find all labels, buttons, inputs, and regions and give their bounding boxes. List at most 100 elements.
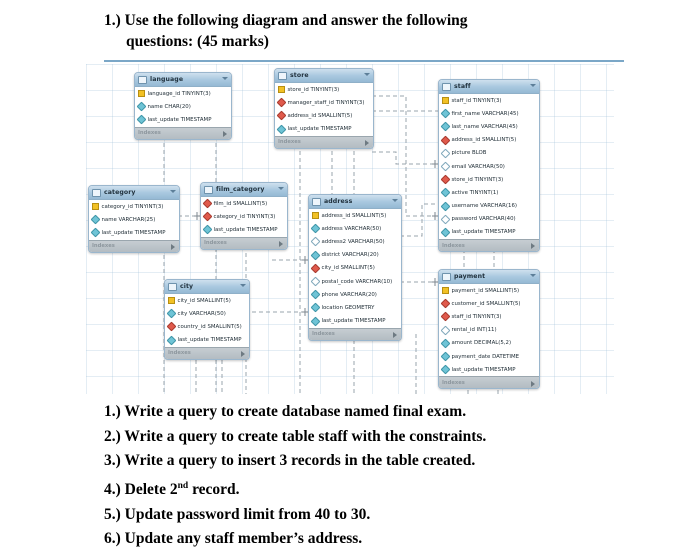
er-field-row[interactable]: first_name VARCHAR(45) <box>439 107 539 120</box>
er-field-row[interactable]: city VARCHAR(50) <box>165 307 249 320</box>
er-table-city[interactable]: city city_id SMALLINT(5)city VARCHAR(50)c… <box>164 279 250 360</box>
question-number: 3.) <box>104 452 121 470</box>
er-table-indexes-bar[interactable]: Indexes <box>439 239 539 252</box>
primary-key-icon <box>442 287 449 295</box>
expand-right-icon[interactable] <box>241 350 245 357</box>
chevron-down-icon[interactable] <box>240 284 246 287</box>
er-field-label: picture BLOB <box>451 150 487 157</box>
er-field-row[interactable]: email VARCHAR(50) <box>439 160 539 173</box>
expand-right-icon[interactable] <box>279 240 283 247</box>
er-field-row[interactable]: last_update TIMESTAMP <box>309 315 401 328</box>
er-field-row[interactable]: last_update TIMESTAMP <box>135 113 231 126</box>
er-field-row[interactable]: manager_staff_id TINYINT(3) <box>275 96 373 109</box>
er-field-row[interactable]: last_name VARCHAR(45) <box>439 120 539 133</box>
er-field-row[interactable]: film_id SMALLINT(5) <box>201 197 287 210</box>
er-table-indexes-bar[interactable]: Indexes <box>89 239 179 252</box>
er-table-indexes-bar[interactable]: Indexes <box>439 376 539 389</box>
er-table-payment[interactable]: payment payment_id SMALLINT(5) customer_id… <box>438 269 540 390</box>
er-table-indexes-bar[interactable]: Indexes <box>165 346 249 359</box>
er-field-row[interactable]: store_id TINYINT(3) <box>275 83 373 96</box>
chevron-down-icon[interactable] <box>278 187 284 190</box>
er-field-label: first_name VARCHAR(45) <box>451 110 519 117</box>
er-field-row[interactable]: category_id TINYINT(3) <box>89 200 179 213</box>
chevron-down-icon[interactable] <box>392 199 398 202</box>
expand-right-icon[interactable] <box>171 243 175 250</box>
foreign-key-icon <box>202 211 213 222</box>
er-field-row[interactable]: language_id TINYINT(3) <box>135 87 231 100</box>
indexes-label: Indexes <box>442 379 465 386</box>
er-field-row[interactable]: name VARCHAR(25) <box>89 213 179 226</box>
er-table-header[interactable]: city <box>165 280 249 294</box>
er-field-row[interactable]: password VARCHAR(40) <box>439 213 539 226</box>
er-field-list: category_id TINYINT(3)name VARCHAR(25)la… <box>89 200 179 240</box>
expand-right-icon[interactable] <box>531 243 535 250</box>
er-field-row[interactable]: rental_id INT(11) <box>439 324 539 337</box>
er-field-row[interactable]: username VARCHAR(16) <box>439 200 539 213</box>
er-table-name: city <box>180 283 194 290</box>
er-field-row[interactable]: last_update TIMESTAMP <box>165 334 249 347</box>
er-field-label: email VARCHAR(50) <box>451 163 505 170</box>
er-field-row[interactable]: active TINYINT(1) <box>439 186 539 199</box>
er-field-row[interactable]: picture BLOB <box>439 147 539 160</box>
er-field-row[interactable]: last_update TIMESTAMP <box>439 363 539 376</box>
er-table-header[interactable]: category <box>89 186 179 200</box>
er-field-row[interactable]: name CHAR(20) <box>135 100 231 113</box>
er-table-header[interactable]: language <box>135 73 231 87</box>
er-field-row[interactable]: staff_id TINYINT(3) <box>439 94 539 107</box>
er-field-row[interactable]: payment_id SMALLINT(5) <box>439 284 539 297</box>
expand-right-icon[interactable] <box>531 380 535 387</box>
er-table-header[interactable]: address <box>309 195 401 209</box>
er-field-row[interactable]: location GEOMETRY <box>309 301 401 314</box>
column-icon <box>310 276 321 287</box>
er-field-row[interactable]: store_id TINYINT(3) <box>439 173 539 186</box>
er-field-row[interactable]: amount DECIMAL(5,2) <box>439 337 539 350</box>
er-table-header[interactable]: payment <box>439 270 539 284</box>
er-field-row[interactable]: payment_date DATETIME <box>439 350 539 363</box>
er-field-row[interactable]: address VARCHAR(50) <box>309 222 401 235</box>
chevron-down-icon[interactable] <box>530 274 536 277</box>
chevron-down-icon[interactable] <box>530 84 536 87</box>
chevron-down-icon[interactable] <box>364 73 370 76</box>
chevron-down-icon[interactable] <box>170 190 176 193</box>
er-table-indexes-bar[interactable]: Indexes <box>135 126 231 139</box>
question-number: 5.) <box>104 505 121 523</box>
expand-right-icon[interactable] <box>393 331 397 338</box>
er-field-row[interactable]: phone VARCHAR(20) <box>309 288 401 301</box>
er-field-row[interactable]: district VARCHAR(20) <box>309 249 401 262</box>
er-field-row[interactable]: last_update TIMESTAMP <box>89 226 179 239</box>
er-table-header[interactable]: staff <box>439 80 539 94</box>
er-field-row[interactable]: postal_code VARCHAR(10) <box>309 275 401 288</box>
column-icon <box>276 124 287 135</box>
chevron-down-icon[interactable] <box>222 77 228 80</box>
er-field-row[interactable]: staff_id TINYINT(3) <box>439 310 539 323</box>
er-table-header[interactable]: store <box>275 69 373 83</box>
er-field-row[interactable]: address_id SMALLINT(5) <box>275 109 373 122</box>
primary-key-icon <box>278 86 285 94</box>
question-text-tail: record. <box>188 480 240 498</box>
er-field-row[interactable]: address_id SMALLINT(5) <box>439 134 539 147</box>
er-field-row[interactable]: last_update TIMESTAMP <box>275 123 373 136</box>
er-field-label: payment_id SMALLINT(5) <box>451 287 520 294</box>
er-field-row[interactable]: city_id SMALLINT(5) <box>309 262 401 275</box>
er-field-row[interactable]: last_update TIMESTAMP <box>439 226 539 239</box>
er-table-indexes-bar[interactable]: Indexes <box>309 327 401 340</box>
er-table-indexes-bar[interactable]: Indexes <box>201 236 287 249</box>
er-field-row[interactable]: last_update TIMESTAMP <box>201 223 287 236</box>
expand-right-icon[interactable] <box>365 139 369 146</box>
er-field-row[interactable]: city_id SMALLINT(5) <box>165 294 249 307</box>
er-field-row[interactable]: customer_id SMALLINT(5) <box>439 297 539 310</box>
er-field-row[interactable]: category_id TINYINT(3) <box>201 210 287 223</box>
column-icon <box>90 214 101 225</box>
er-table-indexes-bar[interactable]: Indexes <box>275 135 373 148</box>
er-table-header[interactable]: film_category <box>201 183 287 197</box>
er-field-row[interactable]: address_id SMALLINT(5) <box>309 209 401 222</box>
er-field-row[interactable]: address2 VARCHAR(50) <box>309 235 401 248</box>
er-field-row[interactable]: country_id SMALLINT(5) <box>165 320 249 333</box>
expand-right-icon[interactable] <box>223 130 227 137</box>
